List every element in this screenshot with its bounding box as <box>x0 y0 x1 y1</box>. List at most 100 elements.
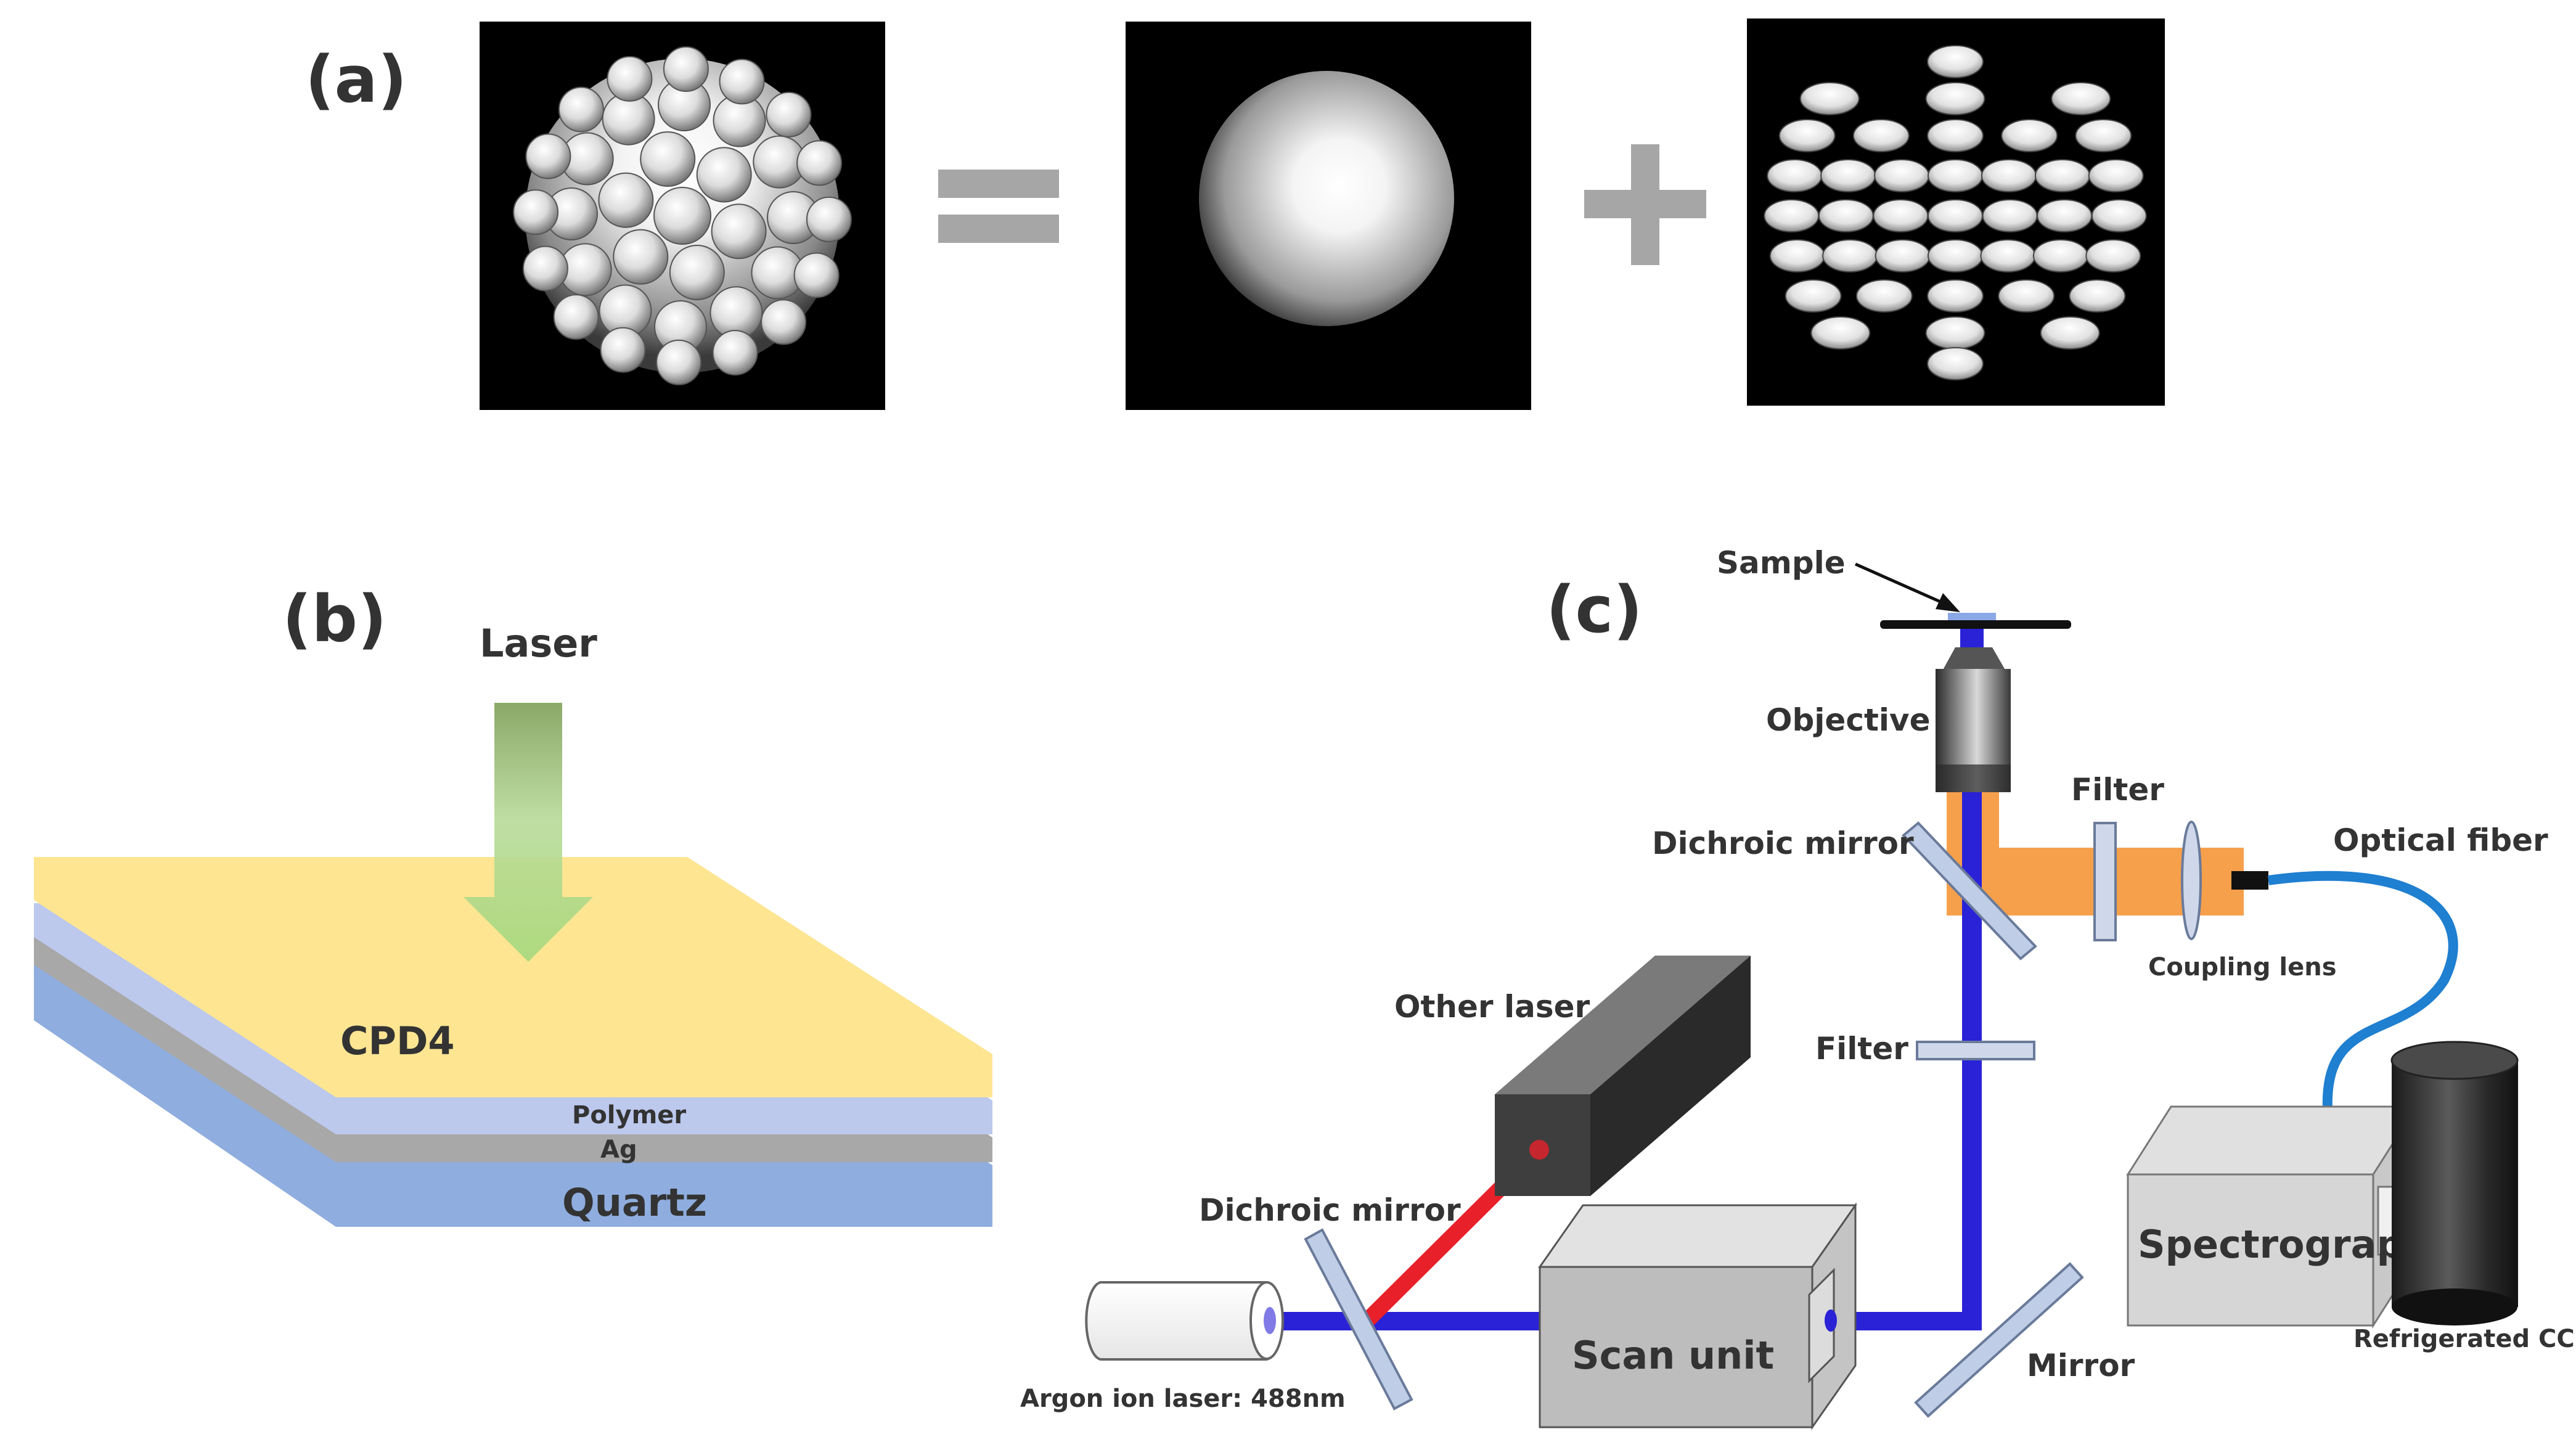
cluster-ball <box>712 330 758 376</box>
shell-disc <box>2069 279 2126 313</box>
shell-disc <box>1769 239 1825 272</box>
other-laser-label: Other laser <box>1394 989 1590 1025</box>
quartz-label: Quartz <box>562 1180 707 1225</box>
shell-disc <box>1799 82 1860 115</box>
filter-mid-label: Filter <box>1815 1031 1908 1067</box>
filter-top-label: Filter <box>2071 772 2164 808</box>
cpd4-label: CPD4 <box>340 1018 455 1063</box>
optical-fiber <box>2231 871 2458 1110</box>
argon-laser-label: Argon ion laser: 488nm <box>1020 1385 1346 1413</box>
coupling-lens-label: Coupling lens <box>2148 953 2337 981</box>
cluster-ball <box>600 327 646 373</box>
panel-c-label: (c) <box>1546 572 1643 647</box>
shell-disc <box>1982 199 2038 232</box>
shell-disc <box>2034 159 2090 192</box>
cluster-ball <box>806 196 852 242</box>
cluster-ball <box>796 140 843 186</box>
shell-disc <box>1980 239 2036 272</box>
sample-pointer <box>1854 562 1954 609</box>
cluster-ball <box>525 133 571 179</box>
shell-disc <box>2032 239 2088 272</box>
filter-orange <box>2093 822 2117 941</box>
shell-disc <box>2001 119 2058 152</box>
plus-sign <box>1584 144 1706 265</box>
objective-label: Objective <box>1766 702 1931 738</box>
spectrograph-label: Spectrograph <box>2138 1222 2431 1267</box>
sample-pointer-head <box>1936 593 1960 612</box>
cluster-ball <box>656 339 702 385</box>
shell-disc <box>1927 347 1984 380</box>
shell-disc <box>1927 279 1984 313</box>
objective-lens <box>1936 647 2011 792</box>
shell-disc <box>1928 159 1983 192</box>
coupling-lens <box>2181 821 2202 940</box>
cluster-ball <box>522 245 568 292</box>
cluster-ball <box>607 55 653 102</box>
shell-disc <box>1778 119 1836 152</box>
cluster-balls <box>513 46 852 385</box>
shell-disc <box>1927 119 1984 152</box>
cluster-ball <box>696 147 752 203</box>
shell-disc <box>1928 239 1983 272</box>
shell-disc <box>1925 82 1985 115</box>
shell-disc <box>1875 239 1931 272</box>
shell-disc <box>1927 45 1984 78</box>
sample-stage <box>1880 613 2071 647</box>
ccd-label: Refrigerated CCD <box>2353 1325 2576 1353</box>
shell-disc <box>1981 159 2037 192</box>
cluster-ball <box>598 172 654 228</box>
cluster-ball <box>669 245 725 300</box>
panel-a: (a) <box>305 18 2165 410</box>
cluster-ball <box>766 91 812 137</box>
cluster-ball <box>553 294 599 340</box>
cluster-ball <box>558 86 604 133</box>
shell-disc <box>1818 199 1874 232</box>
shell-disc <box>1874 159 1930 192</box>
shell-disc <box>1785 279 1842 313</box>
other-laser <box>1495 956 1751 1196</box>
top-dichroic-label: Dichroic mirror <box>1652 825 1914 861</box>
ag-label: Ag <box>600 1136 637 1164</box>
cluster-ball <box>793 252 840 298</box>
cluster-ball <box>640 131 696 187</box>
shell-disc <box>1822 239 1878 272</box>
left-dichroic-mirror <box>1304 1228 1413 1411</box>
sample-label: Sample <box>1717 545 1846 581</box>
panel-b: (b) Laser CPD4 Polymer Ag Quartz <box>34 581 992 1227</box>
shell-discs <box>1764 45 2147 380</box>
bottom-mirror <box>1914 1262 2084 1418</box>
shell-disc <box>1873 199 1929 232</box>
laser-arrow <box>464 703 593 962</box>
shell-disc <box>1764 199 1820 232</box>
shell-disc <box>1820 159 1876 192</box>
shell-disc <box>1998 279 2055 313</box>
cluster-ball <box>719 59 765 105</box>
refrigerated-ccd <box>2390 1041 2519 1325</box>
shell-disc <box>1767 159 1823 192</box>
shell-disc <box>2088 159 2144 192</box>
shell-disc <box>2040 316 2100 350</box>
blue-beam <box>1254 623 1982 1330</box>
core-sphere-image <box>1126 22 1531 410</box>
cluster-ball <box>663 46 709 92</box>
shell-disc <box>2085 239 2141 272</box>
cluster-ball <box>711 203 767 260</box>
cluster-image <box>480 22 885 410</box>
scan-unit <box>1538 1202 1857 1430</box>
panel-a-label: (a) <box>305 42 407 117</box>
cpd4-layer <box>34 857 992 1097</box>
top-dichroic-mirror <box>1902 821 2037 961</box>
shell-disc <box>2051 82 2111 115</box>
panel-c: (c) Sample <box>1020 545 2576 1430</box>
filter-vertical <box>1916 1041 2035 1060</box>
shell-disc <box>2091 199 2147 232</box>
equals-sign <box>938 170 1059 243</box>
cluster-ball <box>761 299 807 345</box>
shell-disc <box>1810 316 1871 350</box>
cluster-ball <box>613 229 669 285</box>
shell-disc <box>1925 316 1985 350</box>
cluster-ball <box>513 189 559 236</box>
spectrograph <box>2126 1103 2418 1329</box>
mirror-label: Mirror <box>2027 1348 2135 1383</box>
